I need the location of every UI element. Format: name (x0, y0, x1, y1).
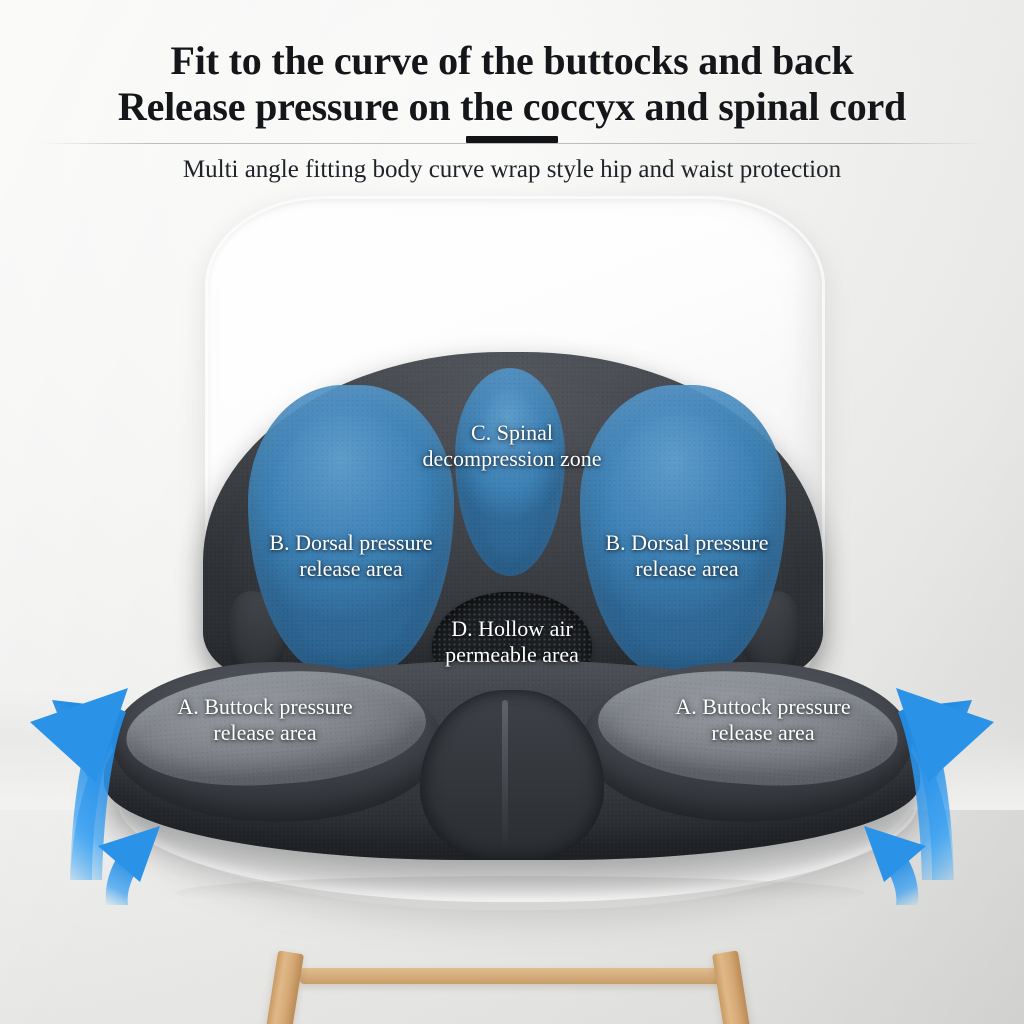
label-line-2: release area (711, 720, 815, 745)
label-line-2: release area (635, 556, 739, 581)
title-line-1: Fit to the curve of the buttocks and bac… (170, 38, 854, 83)
seat-cushion-center-ridge (420, 690, 604, 860)
label-line-2: release area (299, 556, 403, 581)
page-subtitle: Multi angle fitting body curve wrap styl… (182, 156, 842, 183)
label-line-1: A. Buttock pressure (675, 694, 851, 719)
chair-seat-crease (175, 876, 865, 910)
chair-leg-crossbar (300, 968, 720, 984)
label-buttock-left: A. Buttock pressure release area (142, 694, 388, 746)
label-dorsal-left: B. Dorsal pressure release area (238, 530, 464, 582)
chair-leg-left (266, 950, 304, 1024)
seat-cushion-ridge-highlight (502, 700, 508, 850)
label-line-1: A. Buttock pressure (177, 694, 353, 719)
label-line-1: C. Spinal (471, 420, 553, 445)
header-block: Fit to the curve of the buttocks and bac… (0, 0, 1024, 200)
label-line-1: D. Hollow air (451, 616, 573, 641)
label-buttock-right: A. Buttock pressure release area (640, 694, 886, 746)
header-divider (40, 143, 984, 144)
label-line-2: decompression zone (422, 446, 602, 471)
label-line-2: permeable area (445, 642, 579, 667)
label-spinal-decompression: C. Spinal decompression zone (400, 420, 624, 472)
chair-leg-right (712, 950, 750, 1024)
label-line-1: B. Dorsal pressure (269, 530, 433, 555)
label-hollow-air: D. Hollow air permeable area (404, 616, 620, 668)
page-title: Fit to the curve of the buttocks and bac… (0, 0, 1024, 130)
title-line-2: Release pressure on the coccyx and spina… (117, 84, 907, 129)
chair-seat-lip (118, 760, 918, 902)
label-line-2: release area (213, 720, 317, 745)
label-dorsal-right: B. Dorsal pressure release area (574, 530, 800, 582)
header-accent-bar (466, 136, 558, 143)
label-line-1: B. Dorsal pressure (605, 530, 769, 555)
